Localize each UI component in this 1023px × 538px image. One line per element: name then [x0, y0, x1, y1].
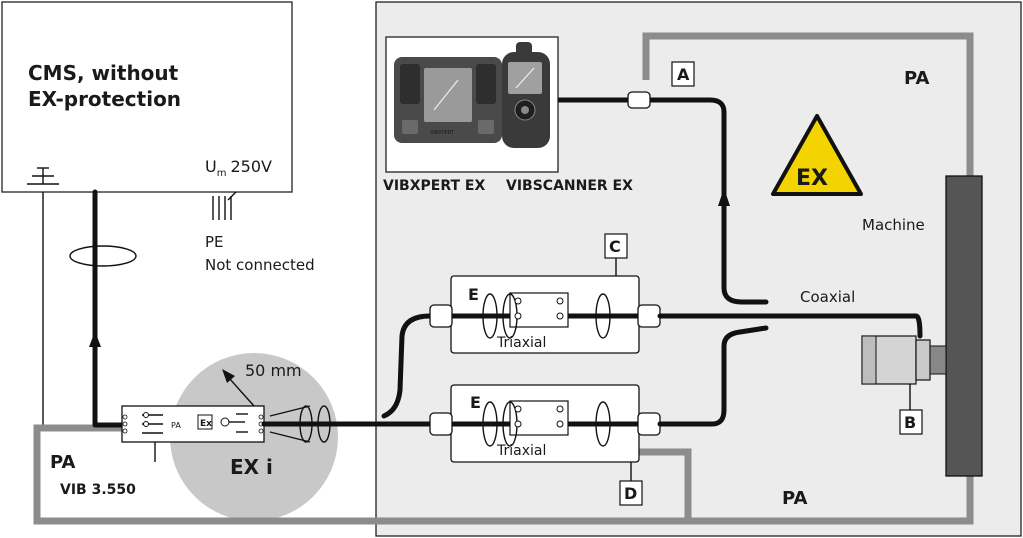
svg-text:A: A	[677, 65, 690, 84]
ex-warning-icon: EX	[771, 114, 863, 196]
module-pa-text: PA	[171, 421, 181, 430]
up-arrow-icon	[718, 188, 730, 206]
svg-text:VIBXPERT: VIBXPERT	[430, 130, 455, 136]
upper-branch-cable	[381, 313, 433, 419]
vibxpert-ex-label: VIBXPERT EX	[383, 178, 485, 194]
marker-b: B	[899, 409, 923, 435]
pa-wire-junction	[620, 448, 692, 521]
svg-text:Ex: Ex	[200, 419, 212, 429]
pa-label-left: PA	[50, 452, 76, 473]
pe-not-connected: Not connected	[205, 256, 315, 274]
ground-icon	[27, 167, 59, 185]
junction-box-c	[429, 275, 661, 354]
pa-label-bottom: PA	[782, 488, 808, 509]
marker-e-lower: E	[470, 393, 481, 412]
cable-d-to-junction	[657, 325, 769, 427]
ferrite-loop	[69, 245, 137, 267]
junction-box-d	[427, 384, 661, 463]
marker-d: D	[619, 462, 643, 506]
cms-signal-cable	[92, 189, 130, 428]
capacitor-icon	[212, 191, 237, 220]
cms-title-line1: CMS, without	[28, 61, 179, 85]
connector-a	[627, 91, 651, 109]
pe-label: PE	[205, 233, 224, 251]
pa-wire-outer	[33, 424, 974, 525]
svg-text:D: D	[624, 484, 637, 503]
distance-label: 50 mm	[245, 361, 302, 380]
vib3550-label: VIB 3.550	[60, 482, 136, 498]
marker-e-upper: E	[468, 285, 479, 304]
vibxpert-device: VIBXPERT	[394, 57, 502, 143]
marker-a: A	[671, 61, 695, 87]
vibscanner-device	[502, 42, 550, 148]
cms-box	[1, 1, 293, 193]
triaxial-label-upper: Triaxial	[496, 335, 546, 351]
machine-label: Machine	[862, 216, 925, 234]
svg-text:C: C	[609, 237, 621, 256]
machine-bar	[945, 175, 983, 477]
distance-arrow	[222, 369, 255, 407]
vibscanner-ex-label: VIBSCANNER EX	[506, 178, 633, 194]
pa-label-top: PA	[904, 68, 930, 89]
coaxial-label: Coaxial	[800, 288, 855, 306]
cms-title-line2: EX-protection	[28, 87, 181, 111]
ex-warning-text: EX	[796, 166, 828, 191]
vib3550-module: PA Ex	[121, 405, 265, 443]
svg-text:B: B	[904, 413, 916, 432]
ex-i-label: EX i	[230, 455, 273, 479]
triaxial-label-lower: Triaxial	[496, 443, 546, 459]
up-arrow-icon	[89, 331, 101, 347]
sensor-b	[861, 335, 947, 385]
marker-c: C	[604, 233, 628, 276]
